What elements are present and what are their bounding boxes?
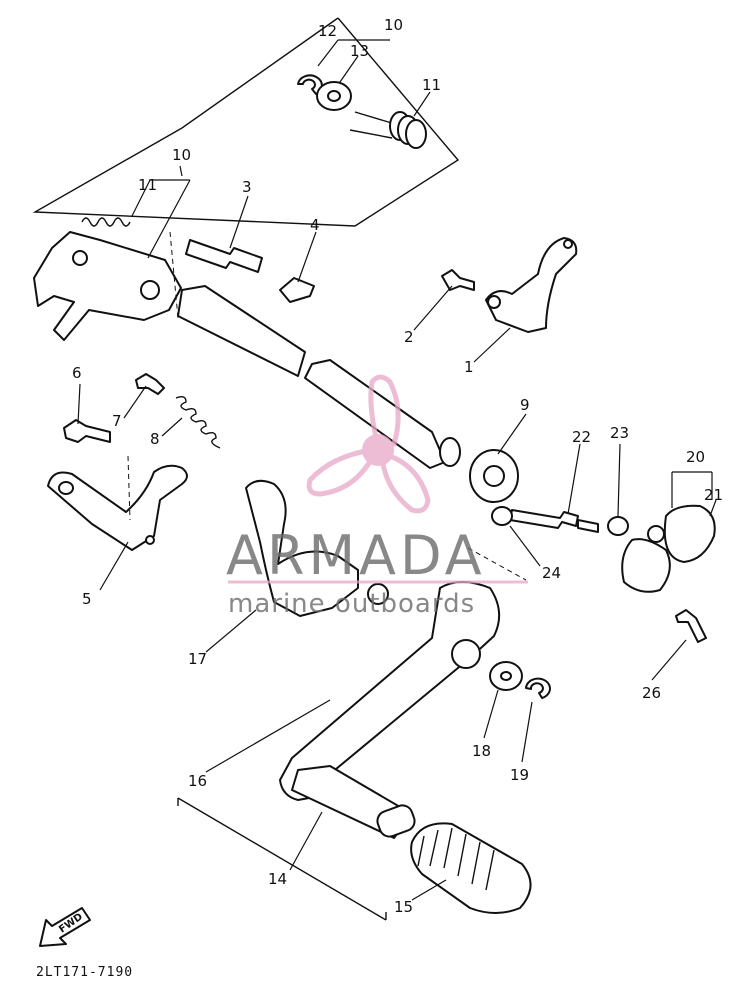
callout-15: 14 (268, 870, 288, 888)
watermark-brand: ARMADA (226, 524, 486, 587)
callout-20: 19 (510, 766, 530, 784)
armada-propeller-logo (228, 374, 528, 584)
lever-5 (47, 464, 188, 551)
callout-10-upper: 10 (384, 16, 404, 34)
spring-11 (81, 217, 131, 227)
callout-12: 11 (422, 76, 442, 94)
oil-seal-9 (469, 449, 519, 503)
group-15-bracket (177, 797, 387, 921)
rod-23 (509, 509, 599, 533)
nut-24 (607, 516, 629, 536)
bolt-7 (135, 373, 165, 395)
nut-25 (491, 506, 513, 526)
stopper-bolt-3 (185, 239, 263, 273)
callout-11: 11 (138, 176, 158, 194)
callout-13: 12 (318, 22, 338, 40)
stopper-lever-4 (279, 277, 315, 303)
callout-25: 24 (542, 564, 562, 582)
callout-17: 16 (188, 772, 208, 790)
callout-7: 7 (112, 412, 122, 430)
callout-10-lower: 10 (172, 146, 192, 164)
bolt-6 (63, 419, 111, 443)
callout-2: 2 (404, 328, 414, 346)
callout-26: 26 (642, 684, 662, 702)
torsion-spring-12 (349, 111, 427, 149)
shift-shaft-assembly (33, 231, 461, 469)
callout-18: 17 (188, 650, 208, 668)
bolt-2 (441, 269, 475, 291)
group-10-bracket-box (32, 17, 460, 227)
joint-21-22 (621, 504, 716, 593)
fwd-arrow-icon (39, 907, 91, 947)
callout-14: 13 (350, 42, 370, 60)
reference-lines (127, 231, 527, 581)
callout-23: 22 (572, 428, 592, 446)
reference-code: 2LT171-7190 (36, 965, 134, 980)
callout-21: 20 (686, 448, 706, 466)
clip-20 (525, 677, 551, 699)
callout-5: 5 (82, 590, 92, 608)
plate-1 (485, 237, 578, 333)
washer-14 (316, 81, 352, 111)
callout-3: 3 (242, 178, 252, 196)
callout-8: 8 (150, 430, 160, 448)
washer-19 (489, 661, 523, 691)
footpeg-rubber-16 (410, 822, 532, 914)
callout-22: 21 (704, 486, 724, 504)
pedal-arm-17 (279, 581, 501, 839)
callout-6: 6 (72, 364, 82, 382)
watermark-tagline: marine outboards (228, 589, 476, 619)
spring-8 (175, 395, 221, 449)
callout-4: 4 (310, 216, 320, 234)
leader-lines (77, 39, 717, 901)
callout-16: 15 (394, 898, 414, 916)
callout-24: 23 (610, 424, 630, 442)
callout-1: 1 (464, 358, 474, 376)
bolt-26 (675, 609, 707, 643)
callout-9: 9 (520, 396, 530, 414)
callout-19: 18 (472, 742, 492, 760)
